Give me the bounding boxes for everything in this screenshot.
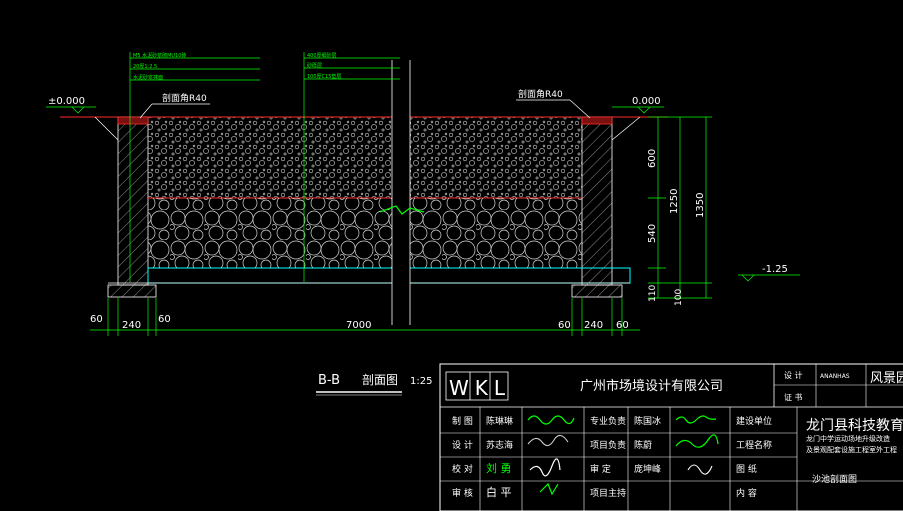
row2-col1: 设 计 bbox=[452, 439, 473, 451]
elevation-bottom: -1.25 bbox=[762, 264, 788, 275]
drawing-title: 沙池剖面图 bbox=[812, 473, 857, 485]
row2-col4: 项目负责 bbox=[590, 439, 626, 451]
logo-frame bbox=[445, 371, 509, 401]
dim-600: 600 bbox=[647, 149, 658, 168]
row4-col4: 项目主持 bbox=[590, 487, 626, 499]
corner-label-right: 剖面角R40 bbox=[518, 88, 563, 100]
check-label: 证 书 bbox=[784, 392, 803, 402]
callout-right-1: 400厚细砂层 bbox=[307, 52, 337, 59]
dim-60-right: 60 bbox=[616, 320, 629, 331]
dim-1350: 1350 bbox=[695, 193, 706, 218]
company-name: 广州市场境设计有限公司 bbox=[580, 378, 723, 394]
wall-cap-right bbox=[581, 116, 613, 125]
dim-60-right-inner: 60 bbox=[558, 320, 571, 331]
signature-4 bbox=[529, 458, 561, 477]
company-logo: WKL bbox=[449, 376, 511, 400]
row1-col4: 专业负责 bbox=[590, 415, 626, 427]
gravel-layer bbox=[148, 198, 582, 268]
footing-right bbox=[571, 284, 623, 298]
dim-240-right: 240 bbox=[584, 320, 603, 331]
elevation-left: ±0.000 bbox=[48, 96, 85, 107]
dim-100: 100 bbox=[674, 289, 684, 306]
brick-wall-right bbox=[581, 116, 613, 286]
signatures bbox=[527, 415, 719, 496]
footing-left bbox=[107, 284, 157, 298]
callout-left-1: M5 水泥砂浆砌MU10砖 bbox=[133, 52, 186, 59]
vertical-dimension-lines bbox=[648, 116, 712, 299]
dim-60-left: 60 bbox=[90, 314, 103, 325]
row2-col7: 工程名称 bbox=[736, 439, 772, 451]
project-line-2: 及景观配套设施工程室外工程 bbox=[806, 445, 897, 454]
row2-col2: 苏志海 bbox=[486, 439, 513, 451]
callout-right-3: 100厚C15垫层 bbox=[307, 73, 341, 80]
section-scale: 1:25 bbox=[410, 376, 432, 387]
signature-3 bbox=[675, 434, 719, 448]
row3-col5: 庞坤峰 bbox=[634, 463, 661, 475]
project-line-1: 龙门中学运动场地升级改造 bbox=[806, 434, 890, 443]
row1-col5: 陈国冰 bbox=[634, 415, 661, 427]
signature-7 bbox=[687, 464, 713, 475]
elevation-right: 0.000 bbox=[632, 96, 661, 107]
design-value: ANANHAS bbox=[820, 373, 850, 380]
cushion-layer bbox=[147, 267, 631, 284]
row3-col4: 审 定 bbox=[590, 463, 611, 475]
callout-left-2: 20厚1:2.5 bbox=[133, 64, 157, 70]
sandpit-section bbox=[46, 52, 800, 336]
callout-right-2: 砂砾层 bbox=[307, 62, 322, 69]
signature-6 bbox=[527, 434, 569, 447]
dim-total: 7000 bbox=[346, 320, 371, 331]
dim-1250: 1250 bbox=[669, 189, 680, 214]
row1-col1: 制 图 bbox=[452, 415, 473, 427]
row4-col7: 内 容 bbox=[736, 487, 757, 499]
client-name: 龙门县科技教育 bbox=[806, 418, 903, 434]
section-title-word: 剖面图 bbox=[362, 373, 398, 387]
dim-60-left-inner: 60 bbox=[158, 314, 171, 325]
row4-col2: 白 平 bbox=[486, 485, 512, 499]
corner-label-left: 剖面角R40 bbox=[162, 92, 207, 104]
signature-2 bbox=[675, 415, 717, 424]
signature-5 bbox=[539, 482, 559, 496]
section-title-code: B-B bbox=[318, 373, 340, 388]
section-annotations: ±0.000 0.000 -1.25 剖面角R40 剖面角R40 M5 水泥砂浆… bbox=[48, 52, 788, 396]
row3-col1: 校 对 bbox=[452, 463, 473, 475]
dim-240-left: 240 bbox=[122, 320, 141, 331]
dim-110: 110 bbox=[648, 285, 658, 302]
break-symbol bbox=[379, 205, 425, 215]
row3-col7: 图 纸 bbox=[736, 463, 757, 475]
sand-layer bbox=[148, 117, 582, 198]
break-gap bbox=[392, 60, 410, 325]
signature-1 bbox=[527, 415, 575, 425]
row1-col2: 陈琳琳 bbox=[486, 415, 513, 427]
row1-col7: 建设单位 bbox=[736, 415, 772, 427]
brick-wall-left bbox=[117, 116, 149, 286]
row3-col2: 刘 勇 bbox=[486, 462, 512, 475]
row2-col5: 陈蔚 bbox=[634, 439, 652, 451]
design-type: 风景园 bbox=[870, 371, 903, 386]
design-label: 设 计 bbox=[784, 370, 803, 380]
dim-540: 540 bbox=[647, 224, 658, 243]
wall-cap-left bbox=[117, 116, 149, 125]
title-block: WKL 广州市场境设计有限公司 设 计 ANANHAS 证 书 风景园 制 图 … bbox=[439, 363, 903, 511]
row4-col1: 审 核 bbox=[452, 487, 473, 499]
callout-left-3: 水泥砂浆抹面 bbox=[133, 74, 163, 81]
